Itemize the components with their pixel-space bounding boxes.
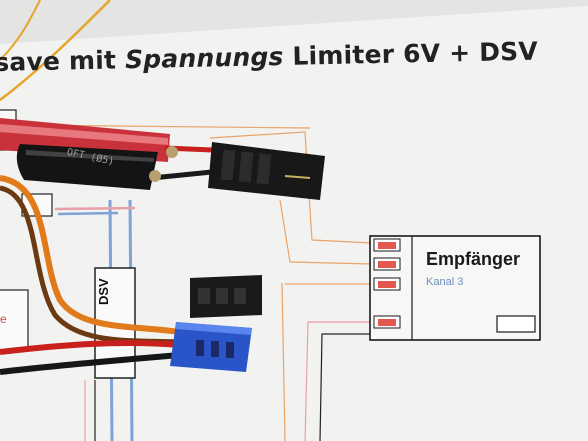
pin-pad-2 <box>378 261 396 268</box>
receiver-pins <box>373 238 401 329</box>
pin-pad-4 <box>378 319 396 326</box>
trace-pink <box>304 321 372 441</box>
left-box <box>0 289 29 351</box>
black-wire-short <box>151 169 213 181</box>
black-connector-top <box>208 142 325 200</box>
receiver-small-rect <box>496 315 536 333</box>
solder-joint-1 <box>166 146 178 158</box>
pin-pad-3 <box>378 281 396 288</box>
solder-joint-2 <box>149 170 161 182</box>
orange-wire <box>0 175 181 335</box>
pin-pad-1 <box>378 242 396 249</box>
black-shrink-tube <box>16 144 158 190</box>
yellow-wire-top <box>0 0 111 101</box>
trace-orange-2 <box>279 199 373 265</box>
red-wire-long <box>0 339 181 355</box>
blue-connector <box>170 322 252 372</box>
trace-orange-3 <box>281 282 286 441</box>
trace-black <box>319 333 372 441</box>
paper-top-shade <box>0 0 588 44</box>
trace-blue-h <box>57 211 119 216</box>
black-wire-long <box>0 352 181 375</box>
yellow-wire-top-2 <box>0 0 41 61</box>
trace-pink-h <box>54 206 136 211</box>
black-connector-loose <box>190 275 262 318</box>
